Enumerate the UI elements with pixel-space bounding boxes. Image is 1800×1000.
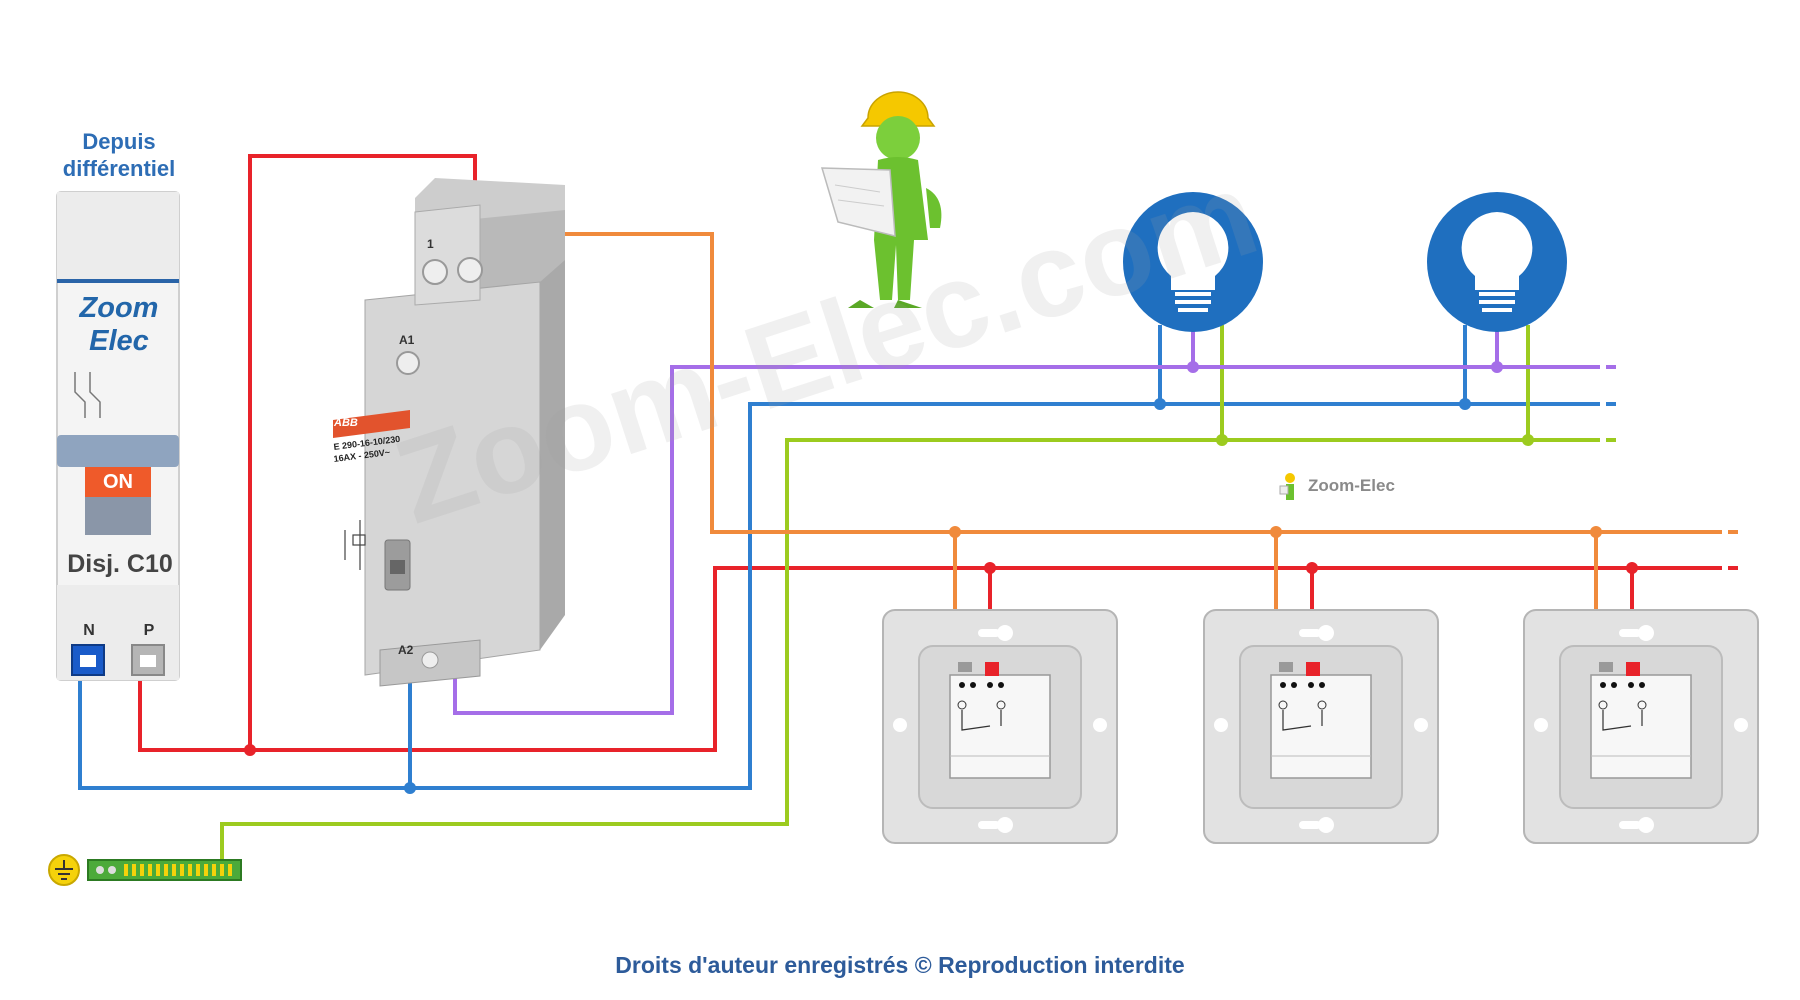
- lightbulb-icon: [1157, 212, 1229, 290]
- wire-neutral: [78, 325, 1590, 790]
- push-button-2: [1203, 609, 1439, 844]
- push-button-1: [882, 609, 1118, 844]
- terminal-n-label: N: [83, 622, 95, 639]
- breaker-symbol: [74, 372, 101, 418]
- lamp-1: [1123, 192, 1263, 332]
- circuit-breaker: [56, 191, 180, 681]
- earth-bar: [48, 854, 242, 886]
- breaker-state: ON: [103, 471, 133, 493]
- breaker-rating: Disj. C10: [67, 550, 173, 578]
- lightbulb-icon: [1461, 212, 1533, 290]
- breaker-brand: Zoom Elec: [79, 292, 159, 357]
- push-button-3: [1523, 609, 1759, 844]
- impulse-relay: [333, 178, 565, 687]
- logo-text: Zoom-Elec: [1308, 476, 1395, 495]
- copyright-notice: Droits d'auteur enregistrés © Reproducti…: [615, 952, 1185, 978]
- relay-terminal-a2-label: A2: [398, 643, 414, 657]
- lamp-2: [1427, 192, 1567, 332]
- origin-label: Depuis différentiel: [62, 129, 176, 181]
- terminal-p-label: P: [143, 622, 155, 639]
- relay-symbol: [344, 520, 366, 570]
- wire-earth: [220, 325, 1590, 866]
- junction-dots: [244, 361, 1638, 794]
- relay-terminal-a1-label: A1: [399, 333, 415, 347]
- logo-mark: [1279, 473, 1295, 500]
- relay-brand: ABB: [334, 417, 358, 429]
- relay-terminal-1-label: 1: [427, 237, 434, 251]
- worker-figure: [820, 91, 942, 308]
